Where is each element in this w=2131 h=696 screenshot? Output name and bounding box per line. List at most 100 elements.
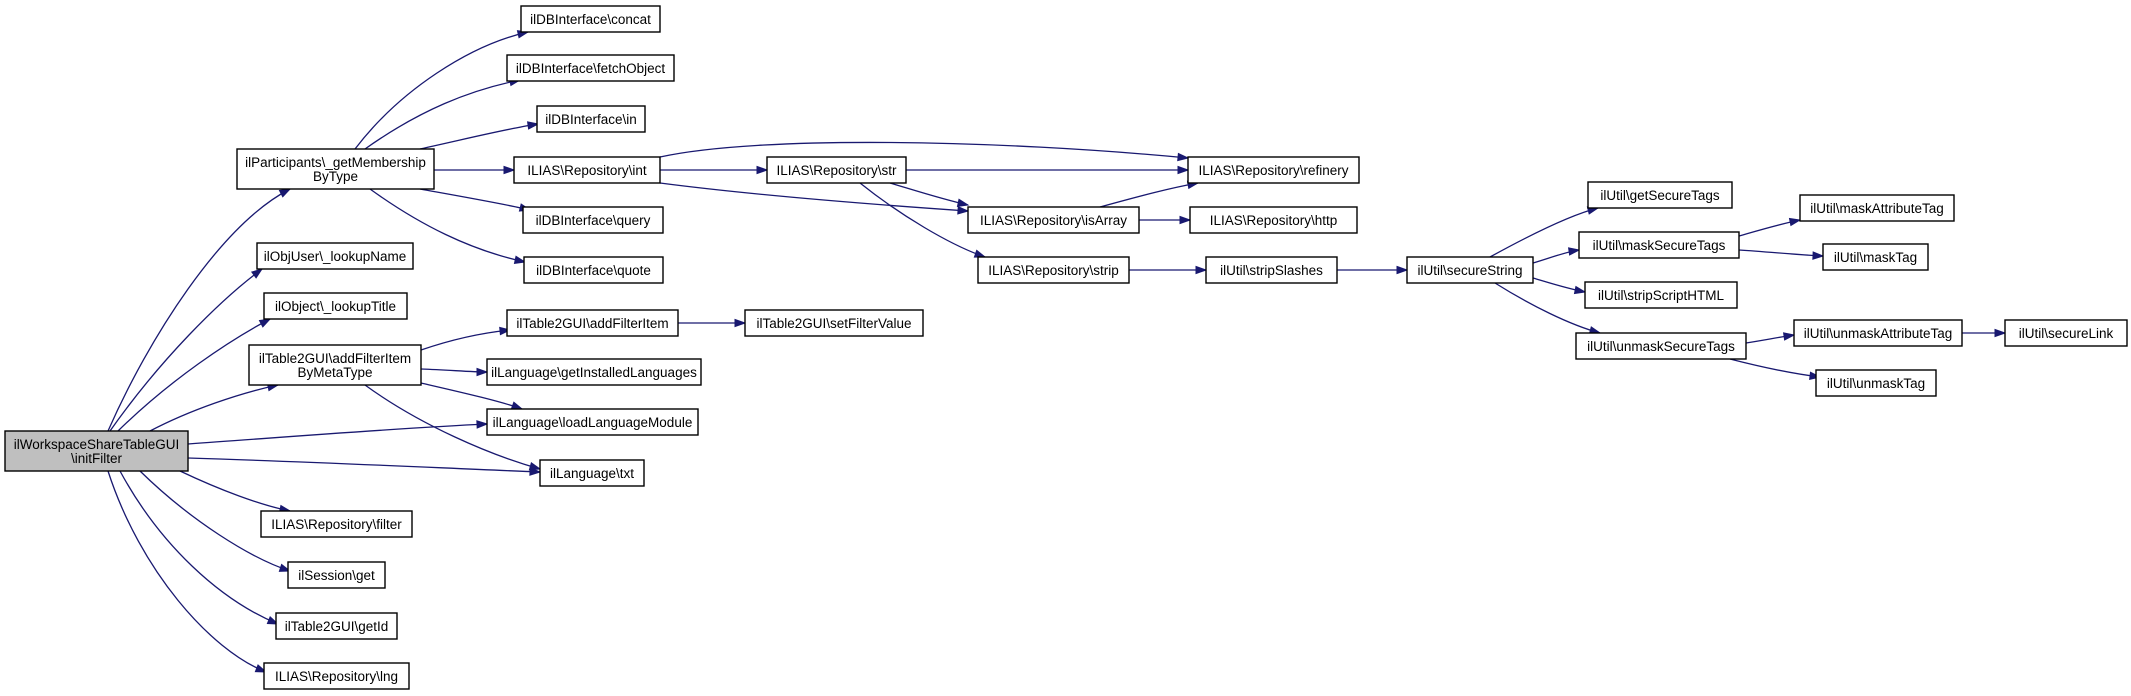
node-root[interactable]: ilWorkspaceShareTableGUI\initFilter — [4, 430, 189, 472]
node-unmaskAttributeTag[interactable]: ilUtil\unmaskAttributeTag — [1793, 319, 1963, 347]
node-repoInt[interactable]: ILIAS\Repository\int — [513, 156, 661, 184]
node-stripSlashes[interactable]: ilUtil\stripSlashes — [1205, 256, 1338, 284]
edge-line — [119, 470, 279, 625]
arrowhead — [250, 268, 264, 279]
edge-root-to-lookupName — [109, 268, 264, 432]
node-maskTag[interactable]: ilUtil\maskTag — [1822, 243, 1929, 271]
node-label: ilDBInterface\query — [536, 213, 651, 228]
node-repoStr[interactable]: ILIAS\Repository\str — [766, 156, 907, 184]
node-unmaskSecureTags[interactable]: ilUtil\unmaskSecureTags — [1575, 332, 1747, 360]
edge-root-to-getMembership — [107, 188, 292, 432]
edge-secureString-to-unmaskSecureTags — [1494, 282, 1602, 335]
node-getSecureTags[interactable]: ilUtil\getSecureTags — [1587, 181, 1733, 209]
edge-line — [889, 182, 969, 206]
node-box — [248, 344, 422, 386]
node-secureLink[interactable]: ilUtil\secureLink — [2004, 319, 2128, 347]
node-box — [536, 105, 646, 133]
node-label: ByMetaType — [297, 365, 372, 380]
node-label: ilParticipants\_getMembership — [245, 155, 426, 170]
node-lookupName[interactable]: ilObjUser\_lookupName — [256, 242, 414, 270]
edge-line — [419, 188, 531, 211]
node-repoStrip[interactable]: ILIAS\Repository\strip — [977, 256, 1130, 284]
node-box — [1187, 156, 1360, 184]
arrowhead — [510, 401, 524, 410]
node-box — [1189, 206, 1358, 234]
node-lng[interactable]: ILIAS\Repository\lng — [263, 662, 410, 690]
node-label: ilObject\_lookupTitle — [275, 299, 396, 314]
edge-line — [1738, 249, 1824, 257]
edge-line — [364, 384, 541, 470]
edge-root-to-repoFilter — [179, 470, 292, 514]
node-dbIn[interactable]: ilDBInterface\in — [536, 105, 646, 133]
node-getId[interactable]: ilTable2GUI\getId — [275, 612, 398, 640]
node-fetchObject[interactable]: ilDBInterface\fetchObject — [506, 54, 675, 82]
edge-line — [109, 268, 263, 432]
node-box — [744, 309, 924, 337]
edge-line — [420, 382, 523, 410]
node-label: \initFilter — [71, 451, 123, 466]
edge-line — [419, 123, 539, 150]
node-box — [1793, 319, 1963, 347]
node-label: ilUtil\stripScriptHTML — [1598, 288, 1725, 303]
edge-addFilterItem-to-setFilterValue — [678, 318, 747, 328]
node-secureString[interactable]: ilUtil\secureString — [1406, 256, 1534, 284]
node-loadLanguageModule[interactable]: ilLanguage\loadLanguageModule — [486, 408, 699, 436]
edge-secureString-to-maskSecureTags — [1532, 247, 1581, 264]
node-label: ilDBInterface\in — [545, 112, 637, 127]
node-lookupTitle[interactable]: ilObject\_lookupTitle — [263, 292, 408, 320]
node-txt[interactable]: ilLanguage\txt — [539, 459, 645, 487]
node-maskSecureTags[interactable]: ilUtil\maskSecureTags — [1578, 231, 1740, 259]
node-http[interactable]: ILIAS\Repository\http — [1189, 206, 1358, 234]
edge-line — [364, 79, 521, 150]
node-box — [2004, 319, 2128, 347]
node-dbQuote[interactable]: ilDBInterface\quote — [523, 256, 664, 284]
edge-addFilterItemByMeta-to-loadLanguageModule — [420, 382, 524, 410]
arrowhead — [1809, 371, 1822, 381]
arrowhead — [1788, 217, 1802, 227]
arrowhead — [528, 462, 542, 471]
edge-getMembership-to-repoInt — [434, 165, 516, 175]
node-box — [260, 510, 413, 538]
node-dbQuery[interactable]: ilDBInterface\query — [522, 206, 664, 234]
node-label: ilDBInterface\concat — [530, 12, 651, 27]
node-label: ilUtil\unmaskSecureTags — [1587, 339, 1735, 354]
node-box — [287, 561, 386, 589]
node-box — [506, 54, 675, 82]
node-label: ilTable2GUI\addFilterItem — [259, 351, 411, 366]
node-maskAttributeTag[interactable]: ilUtil\maskAttributeTag — [1799, 194, 1955, 222]
edge-root-to-txt — [187, 457, 542, 476]
node-box — [263, 292, 408, 320]
node-refinery[interactable]: ILIAS\Repository\refinery — [1187, 156, 1360, 184]
node-setFilterValue[interactable]: ilTable2GUI\setFilterValue — [744, 309, 924, 337]
node-repoFilter[interactable]: ILIAS\Repository\filter — [260, 510, 413, 538]
node-box — [1587, 181, 1733, 209]
node-label: ilDBInterface\quote — [536, 263, 651, 278]
node-label: ilSession\get — [298, 568, 375, 583]
node-unmaskTag[interactable]: ilUtil\unmaskTag — [1815, 369, 1937, 397]
node-box — [977, 256, 1130, 284]
node-isArray[interactable]: ILIAS\Repository\isArray — [967, 206, 1140, 234]
node-stripScriptHTML[interactable]: ilUtil\stripScriptHTML — [1584, 281, 1738, 309]
node-label: ILIAS\Repository\strip — [988, 263, 1119, 278]
node-getInstalledLanguages[interactable]: ilLanguage\getInstalledLanguages — [486, 358, 702, 386]
node-sessionGet[interactable]: ilSession\get — [287, 561, 386, 589]
node-box — [486, 408, 699, 436]
node-concat[interactable]: ilDBInterface\concat — [520, 5, 661, 33]
arrowhead — [1782, 332, 1796, 341]
node-label: ilUtil\stripSlashes — [1220, 263, 1323, 278]
edge-unmaskAttributeTag-to-secureLink — [1962, 328, 2007, 338]
node-box — [1205, 256, 1338, 284]
edges — [107, 30, 2007, 673]
edge-root-to-lng — [107, 470, 268, 673]
edge-repoStr-to-refinery — [906, 165, 1190, 175]
node-box — [236, 148, 435, 190]
node-label: ilUtil\getSecureTags — [1600, 188, 1720, 203]
edge-line — [179, 470, 291, 512]
edge-repoInt-to-refinery — [659, 141, 1190, 162]
edge-addFilterItemByMeta-to-txt — [364, 384, 542, 471]
arrowhead — [973, 249, 987, 258]
arrowhead — [1573, 285, 1587, 295]
node-addFilterItem[interactable]: ilTable2GUI\addFilterItem — [506, 309, 679, 337]
